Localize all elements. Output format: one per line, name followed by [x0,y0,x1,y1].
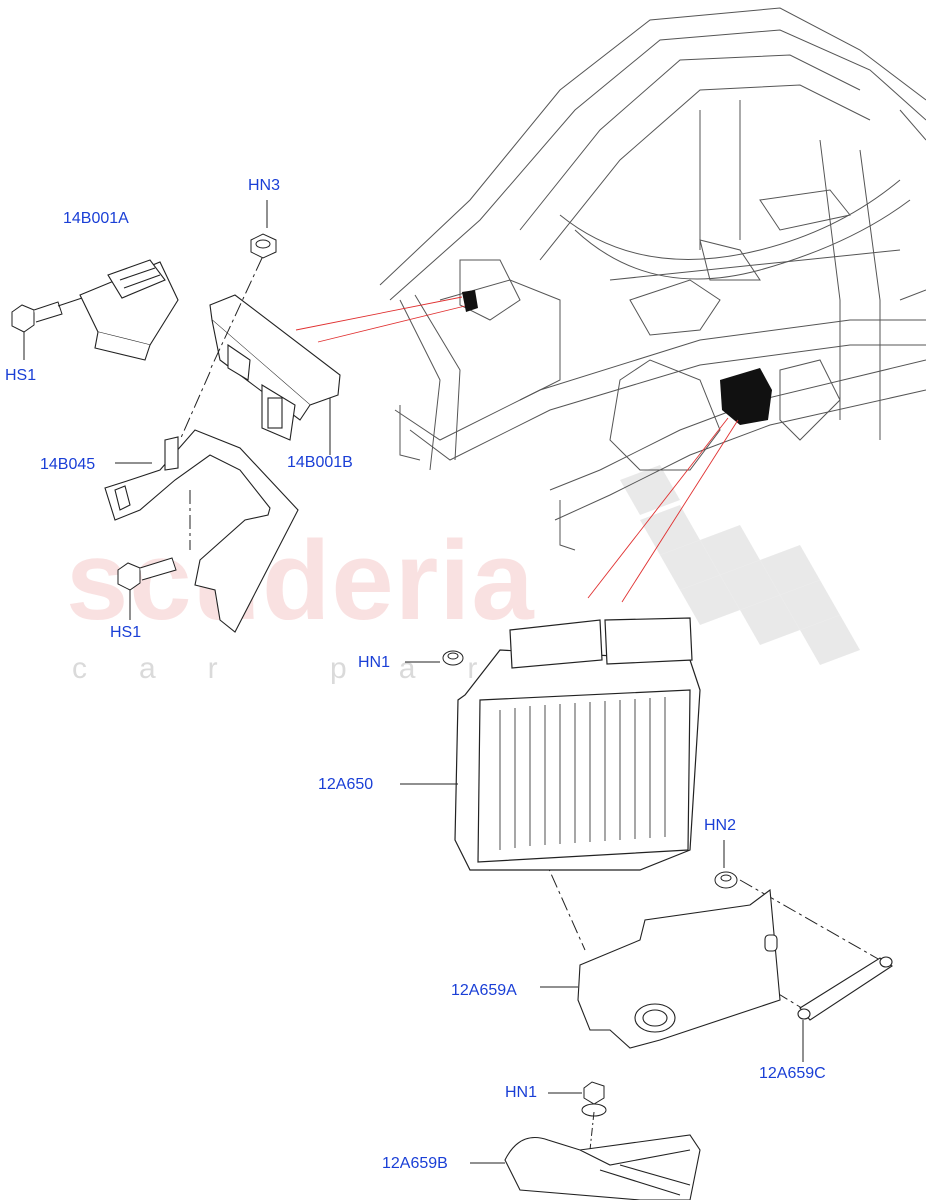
hn2-nut [714,871,738,889]
vehicle-body-structure [379,7,926,551]
callout-12a659a: 12A659A [451,982,517,999]
12a650-ecu [454,617,701,871]
callout-14b045: 14B045 [40,456,96,473]
highlighted-ecu-location [462,290,772,425]
callout-hn1-lower: HN1 [505,1084,538,1101]
14b045-bracket [104,429,299,633]
hn1-nut-upper [442,650,464,666]
checkered-flag-watermark [620,465,860,665]
watermark-brand: scuderia [66,518,535,643]
hn1-nut-lower [581,1081,607,1117]
callout-hn1-upper: HN1 [358,654,391,671]
14b001a-module [79,259,179,361]
callout-hn2: HN2 [704,817,737,834]
12a659c-rod [797,956,893,1021]
assembly-centerlines [179,257,881,1011]
callout-12a659b: 12A659B [382,1155,448,1172]
callout-12a650: 12A650 [318,776,374,793]
hn3-nut [250,233,277,259]
12a659b-cover [504,1134,701,1200]
callout-14b001b: 14B001B [287,454,353,471]
callout-hs1-lower: HS1 [110,624,142,641]
hs1-bolt-upper [11,301,63,333]
callout-hn3: HN3 [248,177,281,194]
callout-hs1-upper: HS1 [5,367,37,384]
callout-12a659c: 12A659C [759,1065,826,1082]
hs1-bolt-lower [117,557,177,591]
14b001b-module [209,294,341,441]
red-leader-lines [295,296,739,603]
12a659a-bracket [577,888,781,1049]
callout-14b001a: 14B001A [63,210,129,227]
